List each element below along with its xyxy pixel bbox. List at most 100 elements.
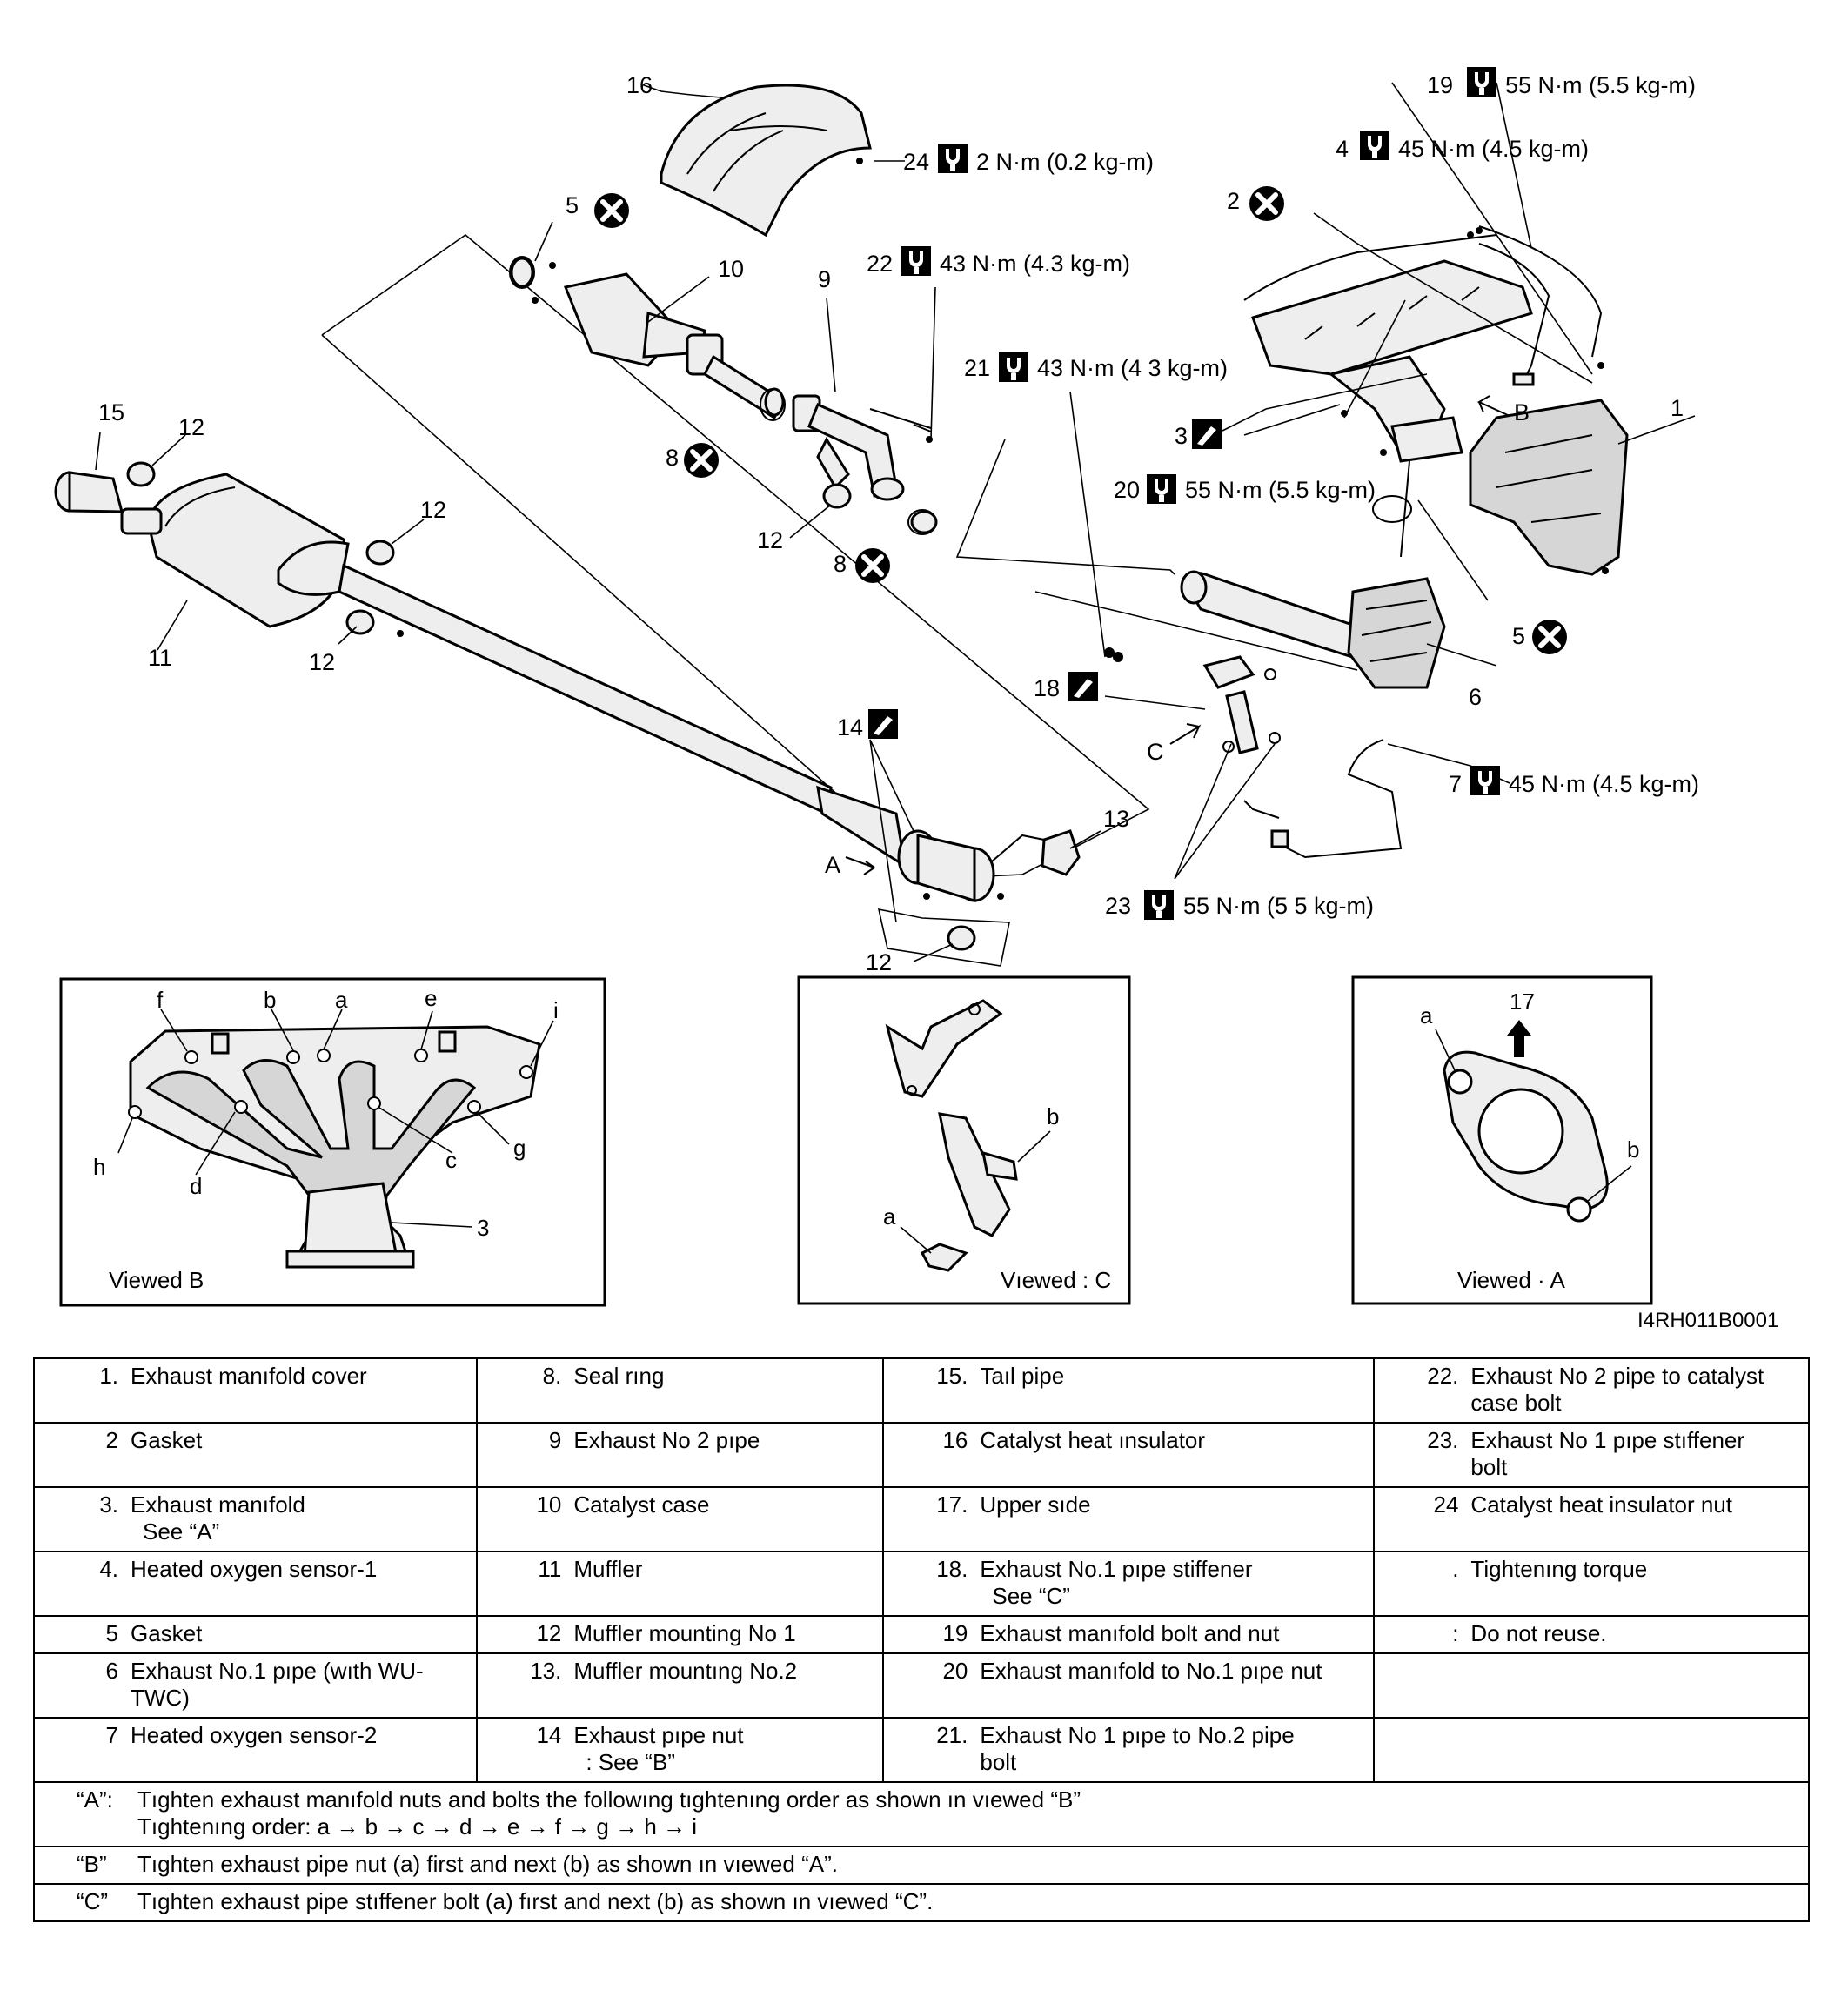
legend-note: “B”Tıghten exhaust pipe nut (a) first an… [33,1846,1810,1885]
exhaust-no2-pipe [764,387,938,534]
legend-item-label: Exhaust manıfold [131,1491,305,1518]
legend-item-text: Exhaust manıfold bolt and nut [980,1620,1328,1647]
legend-cell: 20 Exhaust manıfold to No.1 pıpe nut [882,1652,1376,1719]
legend-item-number: 3. [99,1491,118,1518]
torque-4: 45 N·m (4.5 kg-m) [1398,136,1589,162]
view-a-panel: 17 a b Viewed · A [1351,975,1653,1305]
view-b-point-i: i [553,997,559,1023]
legend-item-text: Exhaust No 2 pıpe [573,1427,834,1454]
legend-item-number: 24 [1433,1491,1459,1518]
torque-wrench-icon [1467,67,1496,97]
legend-item-label: Upper sıde [980,1491,1091,1518]
torque-22: 43 N·m (4.3 kg-m) [940,251,1130,277]
note-text: Tıghten exhaust manıfold nuts and bolts … [137,1786,1081,1840]
legend-item-number: 2 [105,1427,118,1453]
legend-item-text: Tightenıng torque [1470,1556,1784,1583]
legend-item-text: Exhaust No 1 pıpe to No.2 pipe bolt [980,1722,1328,1776]
callout-12-a: 12 [178,414,204,440]
callout-13: 13 [1103,806,1129,832]
legend-item-text: Taıl pipe [980,1363,1328,1390]
torque-values: 55 N·m (5.5 kg-m) 45 N·m (4.5 kg-m) 2 N·… [940,72,1699,919]
legend-item-text: Exhaust manıfold cover [131,1363,444,1390]
figure-code: I4RH011B0001 [1637,1309,1778,1331]
legend-item-label: Catalyst heat ınsulator [980,1427,1206,1453]
legend-item-label: Exhaust No 2 pıpe [573,1427,760,1453]
legend-item-label: Exhaust No.1 pıpe stiffener [980,1556,1253,1582]
legend-item-text: Exhaust manıfold to No.1 pıpe nut [980,1658,1328,1685]
legend-note: “C”Tıghten exhaust pipe stıffener bolt (… [33,1883,1810,1922]
callout-24: 24 [903,149,929,175]
legend-cell: 15.Taıl pipe [882,1357,1376,1424]
legend-item-number: 12 [536,1620,562,1646]
legend-item-label: Muffler mountıng No.2 [573,1658,798,1684]
callout-2: 2 [1227,188,1240,214]
view-direction-arrows [845,395,1510,875]
legend-item-number: 20 [942,1658,968,1684]
legend-item-label: Exhaust No 1 pıpe to No.2 pipe bolt [980,1722,1295,1775]
callout-12-b: 12 [420,497,446,523]
torque-wrench-icon [1144,890,1174,920]
view-arrow-a-label: A [825,852,840,878]
callout-16: 16 [626,72,653,98]
legend-item-label: Catalyst heat insulator nut [1470,1491,1733,1518]
legend-note: “A”: Tıghten exhaust manıfold nuts and bo… [33,1781,1810,1847]
callout-labels: 1 2 3 4 5 5 6 7 8 8 9 10 11 12 12 12 12 … [98,72,1684,975]
view-c-point-b: b [1047,1103,1059,1129]
note-text: Tıghten exhaust pipe stıffener bolt (a) … [137,1888,933,1915]
legend-item-reference: See “C” [992,1583,1070,1609]
sealant-icon [1068,672,1098,701]
legend-item-number: 13. [530,1658,562,1684]
legend-item-text: Heated oxygen sensor-2 [131,1722,444,1749]
view-a-point-b: b [1627,1136,1639,1163]
exhaust-system-diagram: 1 2 3 4 5 5 6 7 8 8 9 10 11 12 12 12 12 … [54,67,1778,1331]
view-b-panel: f b a e i h d c g 3 Viewed B [59,977,606,1307]
legend-cell [1373,1717,1810,1783]
view-b-point-a: a [335,987,348,1013]
callout-19: 19 [1427,72,1453,98]
seal-rings [509,256,1412,535]
legend-item-number: . [1452,1556,1459,1582]
no-reuse-icon [684,443,719,478]
callout-8-lower: 8 [834,551,847,577]
legend-item-text: Catalyst heat insulator nut [1470,1491,1784,1518]
legend-cell: 14 Exhaust pıpe nut: See “B” [476,1717,885,1783]
callout-20: 20 [1114,477,1140,503]
torque-20: 55 N·m (5.5 kg-m) [1185,477,1376,503]
legend-item-number: 14 [536,1722,562,1748]
legend-item-text: Exhaust No 2 pipe to catalyst case bolt [1470,1363,1784,1417]
torque-wrench-icon [901,246,931,276]
callout-1: 1 [1671,395,1684,421]
note-key: “A”: [77,1786,113,1813]
view-a-upper-side: 17 [1510,989,1535,1015]
callout-18: 18 [1034,675,1060,701]
callout-12-d: 12 [757,527,783,553]
parts-drawing [54,84,1629,951]
sealant-icon [1192,419,1222,449]
legend-note-row: “A”: Tıghten exhaust manıfold nuts and bo… [33,1781,1810,1847]
legend-cell: 21. Exhaust No 1 pıpe to No.2 pipe bolt [882,1717,1376,1783]
legend-item-text: Exhaust pıpe nut: See “B” [573,1722,834,1776]
legend-item-label: Gasket [131,1620,203,1646]
legend-item-number: 8. [542,1363,562,1389]
view-a-point-a: a [1420,1002,1433,1029]
view-b-point-h: h [93,1154,105,1180]
heated-oxygen-sensor-2 [1243,739,1403,859]
no-reuse-icon [594,193,629,228]
muffler-mounting-no2 [1041,829,1081,876]
legend-item-label: Heated oxygen sensor-1 [131,1556,378,1582]
legend-item-number: 16 [942,1427,968,1453]
legend-item-label: Exhaust No 1 pıpe stıffener bolt [1470,1427,1745,1480]
muffler-mounting-no1 [126,461,976,951]
note-line: Tıghtenıng order: a → b → c → d → e → f … [137,1813,698,1840]
legend-item-number: 21. [936,1722,968,1748]
